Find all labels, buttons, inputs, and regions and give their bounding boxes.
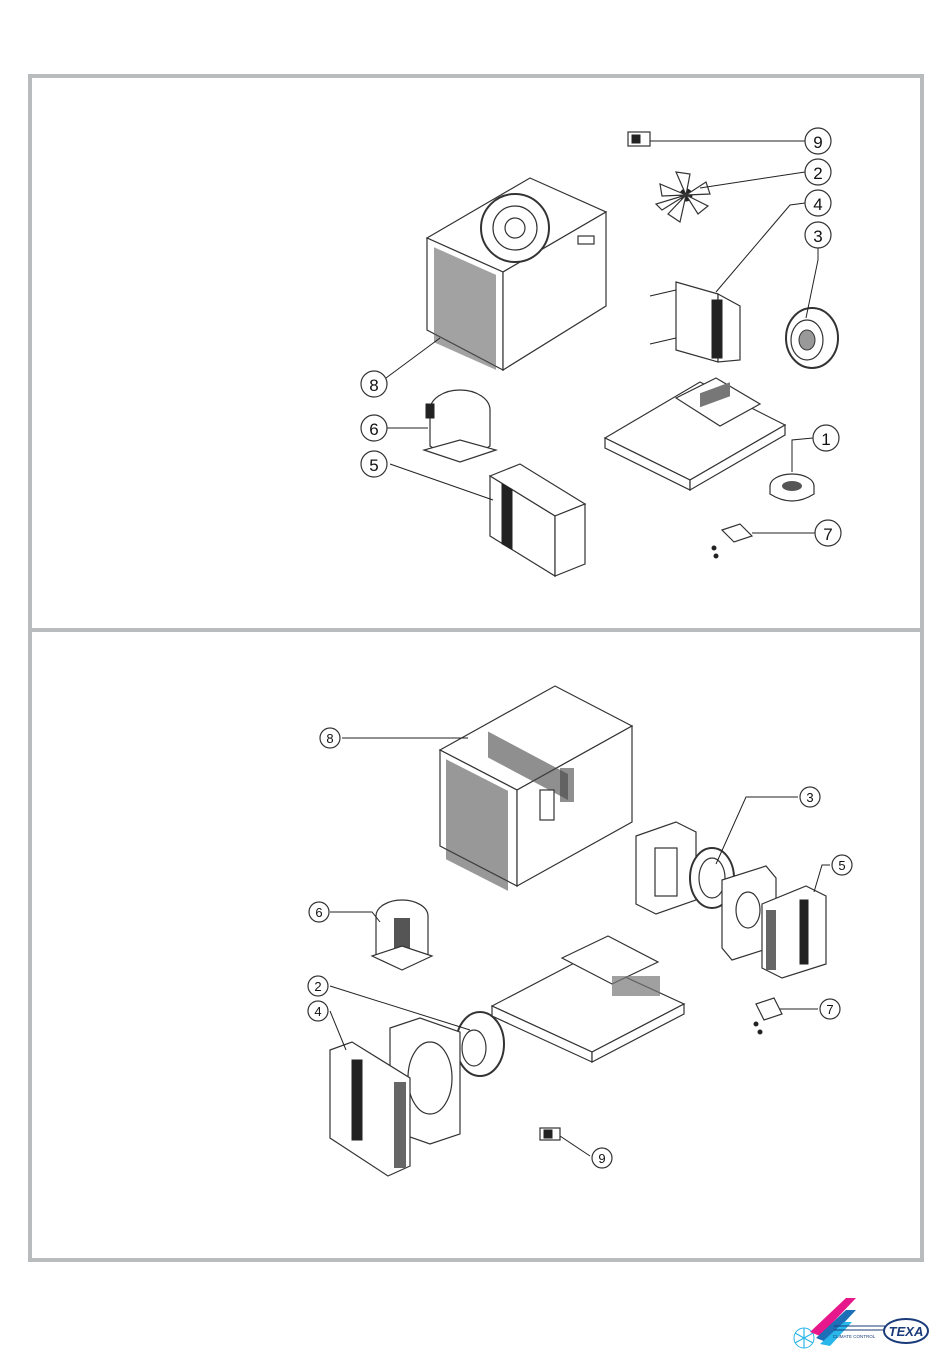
bottom-callout-6: 6: [309, 902, 329, 922]
top-part-3-blower: [786, 308, 838, 368]
top-part-6-compressor: [424, 390, 496, 462]
top-callout-6: 6: [361, 415, 387, 441]
top-part-1-grommet: [770, 474, 814, 501]
top-callout-2: 2: [805, 159, 831, 185]
svg-text:1: 1: [821, 430, 830, 449]
top-callout-1: 1: [813, 425, 839, 451]
top-callout-5: 5: [361, 451, 387, 477]
texa-logo: TEXA CLIMATE CONTROL: [790, 1292, 930, 1352]
bottom-callout-7: 7: [820, 999, 840, 1019]
bottom-part-9-relay: [540, 1128, 560, 1140]
logo-tagline: CLIMATE CONTROL: [833, 1334, 876, 1339]
bottom-part-frame-panel: [636, 822, 696, 914]
top-callout-3: 3: [805, 222, 831, 248]
top-part-4-coil: [650, 282, 740, 362]
svg-text:9: 9: [598, 1151, 605, 1166]
bottom-callout-8: 8: [320, 728, 340, 748]
bottom-part-2-blower: [456, 1012, 504, 1076]
svg-text:7: 7: [826, 1002, 833, 1017]
svg-text:2: 2: [314, 979, 321, 994]
bottom-part-6-compressor: [372, 900, 432, 970]
svg-text:5: 5: [369, 456, 378, 475]
top-part-7-bracket: [712, 524, 752, 558]
top-part-9-relay: [628, 132, 650, 146]
svg-text:4: 4: [813, 195, 822, 214]
svg-text:3: 3: [806, 790, 813, 805]
bottom-part-base-tray: [492, 936, 684, 1062]
top-callout-9: 9: [805, 128, 831, 154]
svg-text:2: 2: [813, 164, 822, 183]
svg-text:9: 9: [813, 133, 822, 152]
top-callout-7: 7: [815, 520, 841, 546]
bottom-callout-5: 5: [832, 855, 852, 875]
svg-text:7: 7: [823, 525, 832, 544]
top-part-8-cabinet: [427, 178, 606, 370]
top-part-2-fan-blade: [656, 172, 710, 222]
bottom-part-5-coil: [762, 886, 826, 978]
bottom-part-7-bracket: [754, 998, 782, 1034]
top-part-5-condenser: [490, 464, 585, 576]
bottom-callout-2: 2: [308, 976, 328, 996]
bottom-part-8-cabinet: [440, 686, 632, 891]
snowflake-icon: [794, 1328, 814, 1348]
svg-text:3: 3: [813, 227, 822, 246]
svg-text:8: 8: [326, 731, 333, 746]
svg-text:6: 6: [369, 420, 378, 439]
logo-brand-text: TEXA: [889, 1324, 924, 1339]
top-part-base-tray: [605, 378, 785, 490]
bottom-callout-3: 3: [800, 787, 820, 807]
svg-text:4: 4: [314, 1004, 321, 1019]
top-callout-4: 4: [805, 190, 831, 216]
bottom-callout-9: 9: [592, 1148, 612, 1168]
svg-text:5: 5: [838, 858, 845, 873]
bottom-callout-4: 4: [308, 1001, 328, 1021]
top-callout-8: 8: [361, 371, 387, 397]
svg-text:6: 6: [315, 905, 322, 920]
svg-text:8: 8: [369, 376, 378, 395]
